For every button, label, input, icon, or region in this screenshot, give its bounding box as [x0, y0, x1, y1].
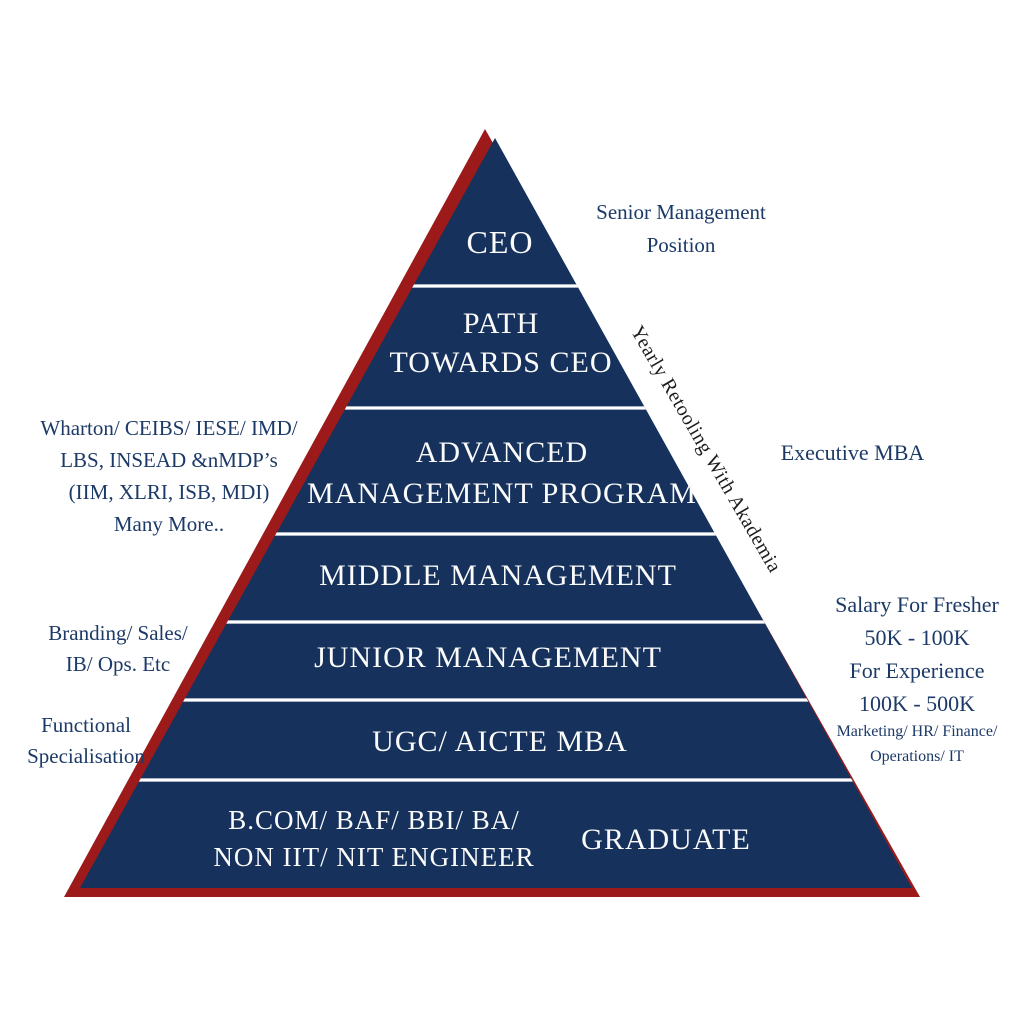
annotation-line: Position — [646, 233, 716, 257]
annotation-line: Wharton/ CEIBS/ IESE/ IMD/ — [40, 416, 298, 440]
level-5-junior-management-label: JUNIOR MANAGEMENT — [314, 641, 662, 674]
annotation-line: Branding/ Sales/ — [48, 621, 188, 645]
annotation-line: Specialisation — [27, 744, 145, 768]
level-6-ugc-aicte-mba-label: UGC/ AICTE MBA — [372, 725, 628, 758]
annotation-salary-range: Salary For Fresher 50K - 100K For Experi… — [812, 588, 1022, 720]
annotation-line: 100K - 500K — [858, 691, 976, 716]
annotation-line: Senior Management — [596, 200, 766, 224]
annotation-job-functions: Marketing/ HR/ Finance/ Operations/ IT — [812, 719, 1022, 769]
annotation-line: LBS, INSEAD &nMDP’s — [60, 448, 278, 472]
level-4-middle-management-label: MIDDLE MANAGEMENT — [319, 559, 677, 592]
annotation-line: Salary For Fresher — [835, 592, 999, 617]
annotation-line: IB/ Ops. Etc — [65, 652, 171, 676]
annotation-line: 50K - 100K — [864, 625, 970, 650]
level-7-degrees-label-line2: NON IIT/ NIT ENGINEER — [213, 842, 534, 872]
annotation-line: Functional — [41, 713, 131, 737]
annotation-line: Marketing/ HR/ Finance/ — [836, 723, 998, 740]
annotation-line: Many More.. — [113, 512, 225, 536]
level-3-amp-label-line1: ADVANCED — [416, 436, 588, 469]
annotation-senior-management-position: Senior Management Position — [556, 196, 806, 262]
level-2-path-label-line1: PATH — [463, 307, 539, 340]
annotation-line: (IIM, XLRI, ISB, MDI) — [68, 480, 270, 504]
level-1-ceo-label: CEO — [467, 224, 534, 260]
level-3-amp-label-line2: MANAGEMENT PROGRAM — [307, 477, 697, 510]
annotation-branding-sales: Branding/ Sales/ IB/ Ops. Etc — [18, 618, 218, 680]
level-2-path-label-line2: TOWARDS CEO — [390, 346, 613, 379]
annotation-line: Operations/ IT — [870, 748, 964, 765]
level-7-degrees-label-line1: B.COM/ BAF/ BBI/ BA/ — [228, 805, 520, 835]
annotation-executive-mba: Executive MBA — [780, 440, 925, 465]
annotation-line: For Experience — [849, 658, 985, 683]
level-7-graduate-label: GRADUATE — [581, 823, 751, 856]
annotation-functional-specialisation: Functional Specialisation — [0, 710, 172, 772]
annotation-business-schools: Wharton/ CEIBS/ IESE/ IMD/ LBS, INSEAD &… — [24, 412, 314, 540]
